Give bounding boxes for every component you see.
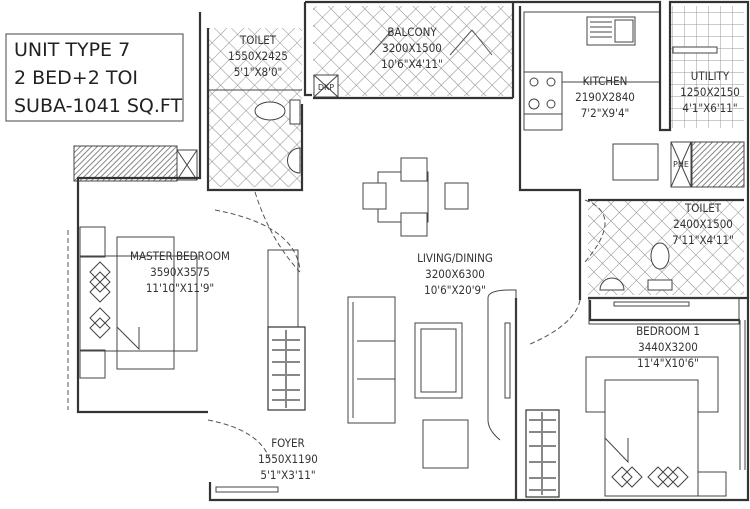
walls (67, 0, 750, 502)
door-swing-master (214, 209, 301, 271)
kitchen-size-mm: 2190X2840 (575, 90, 635, 104)
toilet-1-name: TOILET (239, 33, 277, 47)
toilet-2-name: TOILET (684, 201, 722, 215)
bed-1-icon (604, 379, 699, 497)
kitchen: KITCHEN 2190X2840 7'2"X9'4" (523, 11, 661, 181)
door-swing-toilet-1 (254, 191, 301, 273)
living-dining-size-mm: 3200X6300 (425, 267, 485, 281)
master-bedroom-size-mm: 3590X3575 (150, 265, 210, 279)
fridge-icon (612, 143, 659, 181)
master-bed-icon (79, 255, 198, 352)
toilet-1: TOILET 1550X2425 5'1"X8'0" (208, 28, 302, 187)
armchair-icon (422, 419, 469, 469)
toilet-2-size-ft: 7'11"X4'11" (672, 233, 734, 247)
foyer-size-mm: 1550X1190 (258, 452, 318, 466)
balcony: BALCONY 3200X1500 10'6"X4'11" DKP (313, 6, 513, 98)
hatched-wall (73, 145, 178, 182)
toilet-1-size-mm: 1550X2425 (228, 49, 288, 63)
living-dining-size-ft: 10'6"X20'9" (424, 283, 486, 297)
pillows-icon (89, 261, 111, 339)
bedroom-1-size-mm: 3440X3200 (638, 340, 698, 354)
utility-size-mm: 1250X2150 (680, 85, 740, 99)
phe-label: PHE (673, 160, 689, 169)
master-bedroom: MASTER BEDROOM 3590X3575 11'10"X11'9" (79, 226, 306, 411)
bedroom-1-name: BEDROOM 1 (636, 324, 700, 338)
toilet-2: TOILET 2400X1500 7'11"X4'11" (588, 200, 744, 295)
balcony-name: BALCONY (387, 25, 437, 39)
sink-2-icon (599, 277, 625, 291)
tv-unit-icon (504, 322, 511, 399)
dkp-label: DKP (318, 83, 334, 92)
balcony-size-mm: 3200X1500 (382, 41, 442, 55)
bed-toilet-label: 2 BED+2 TOI (14, 67, 138, 89)
main-door (215, 486, 279, 493)
kitchen-sink-icon (586, 16, 636, 46)
utility: UTILITY 1250X2150 4'1"X6'11" PHE (670, 6, 745, 188)
unit-type-label: UNIT TYPE 7 (14, 39, 130, 61)
utility-name: UTILITY (691, 69, 730, 83)
bedroom-1: BEDROOM 1 3440X3200 11'4"X10'6" (525, 297, 740, 498)
area-label: SUBA-1041 SQ.FT (14, 95, 182, 117)
bedroom-1-size-ft: 11'4"X10'6" (637, 356, 699, 370)
door-swing-bedroom-1 (527, 299, 581, 346)
foyer: FOYER 1550X1190 5'1"X3'11" (215, 436, 318, 493)
toilet-1-size-ft: 5'1"X8'0" (234, 65, 283, 79)
toilet-2-size-mm: 2400X1500 (673, 217, 733, 231)
living-dining: LIVING/DINING 3200X6300 10'6"X20'9" (347, 157, 517, 500)
stove-icon (523, 71, 563, 115)
utility-size-ft: 4'1"X6'11" (682, 101, 737, 115)
coffee-table-icon (414, 322, 463, 399)
sofa-icon (347, 296, 396, 424)
kitchen-name: KITCHEN (583, 74, 628, 88)
pillows-2-icon (611, 466, 689, 488)
unit-info-box: UNIT TYPE 7 2 BED+2 TOI SUBA-1041 SQ.FT (5, 33, 184, 122)
balcony-size-ft: 10'6"X4'11" (381, 57, 443, 71)
master-bedroom-name: MASTER BEDROOM (130, 249, 230, 263)
foyer-size-ft: 5'1"X3'11" (260, 468, 315, 482)
living-dining-name: LIVING/DINING (417, 251, 493, 265)
kitchen-size-ft: 7'2"X9'4" (581, 106, 630, 120)
toilet-bowl-icon (254, 101, 286, 121)
toilet-bowl-2-icon (650, 242, 670, 270)
door-swing-foyer (207, 419, 271, 461)
foyer-name: FOYER (271, 436, 305, 450)
sink-icon (287, 147, 301, 174)
master-bedroom-size-ft: 11'10"X11'9" (146, 281, 214, 295)
door-swing-toilet-2 (584, 199, 606, 263)
